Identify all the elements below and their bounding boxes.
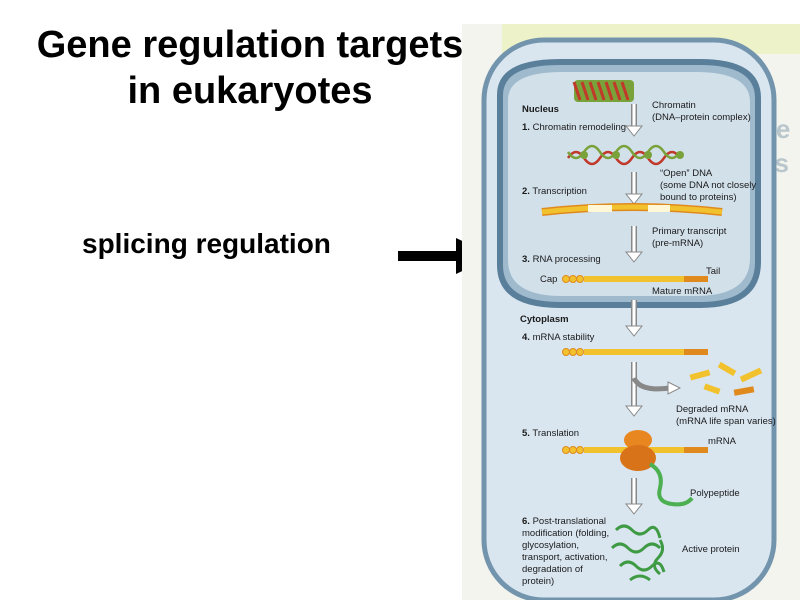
primary-transcript-icon: [541, 203, 723, 216]
ribosome-icon: [620, 430, 656, 471]
open-dna-label: “Open” DNA: [660, 168, 713, 179]
arrow-3-icon: [624, 251, 644, 263]
degraded-mrna-sublabel: (mRNA life span varies): [676, 416, 776, 427]
primary-transcript-sublabel: (pre-mRNA): [652, 238, 703, 249]
arrow-4-icon: [624, 325, 644, 337]
degraded-mrna-label: Degraded mRNA: [676, 404, 749, 415]
arrow-2-icon: [624, 193, 644, 205]
step-6-line-2: modification (folding,: [522, 528, 609, 539]
step-6-line-6: protein): [522, 576, 554, 587]
nucleus-inner: [508, 72, 750, 296]
active-protein-label: Active protein: [682, 544, 740, 555]
open-dna-icon: [566, 144, 684, 166]
step-2-label: 2. Transcription: [522, 186, 587, 197]
step-6-line-4: transport, activation,: [522, 552, 608, 563]
mrna-label: mRNA: [708, 436, 737, 447]
cytoplasm-label: Cytoplasm: [520, 314, 569, 325]
cap-label: Cap: [540, 274, 557, 285]
mrna-stability-icon: [562, 348, 708, 356]
chromatin-icon: [572, 80, 634, 102]
step-4-label: 4. mRNA stability: [522, 332, 595, 343]
active-protein-icon: [610, 524, 666, 582]
mature-mrna-icon: [562, 275, 708, 283]
polypeptide-label: Polypeptide: [690, 488, 740, 499]
open-dna-sublabel-2: bound to proteins): [660, 192, 737, 203]
step-5-label: 5. Translation: [522, 428, 579, 439]
degraded-mrna-icon: [689, 361, 763, 396]
step-6-line-5: degradation of: [522, 564, 583, 575]
step-6-label: 6. Post-translational: [522, 516, 606, 527]
splicing-regulation-callout: splicing regulation: [82, 228, 331, 259]
mature-mrna-label: Mature mRNA: [652, 286, 713, 297]
nucleus-label: Nucleus: [522, 104, 559, 115]
chromatin-sublabel: (DNA–protein complex): [652, 112, 751, 123]
tail-label: Tail: [706, 266, 720, 277]
primary-transcript-label: Primary transcript: [652, 226, 727, 237]
arrow-6-icon: [624, 503, 644, 515]
chromatin-label: Chromatin: [652, 100, 696, 111]
slide-title: Gene regulation targets in eukaryotes: [0, 22, 500, 114]
open-dna-sublabel-1: (some DNA not closely: [660, 180, 756, 191]
degradation-arrow-icon: [631, 376, 671, 392]
title-line-1: Gene regulation targets: [36, 24, 464, 66]
arrow-5-icon: [624, 405, 644, 417]
step-1-label: 1. Chromatin remodeling: [522, 122, 626, 133]
polypeptide-icon: [648, 462, 694, 507]
step-3-label: 3. RNA processing: [522, 254, 601, 265]
title-line-2: in eukaryotes: [127, 70, 373, 112]
step-6-line-3: glycosylation,: [522, 540, 579, 551]
